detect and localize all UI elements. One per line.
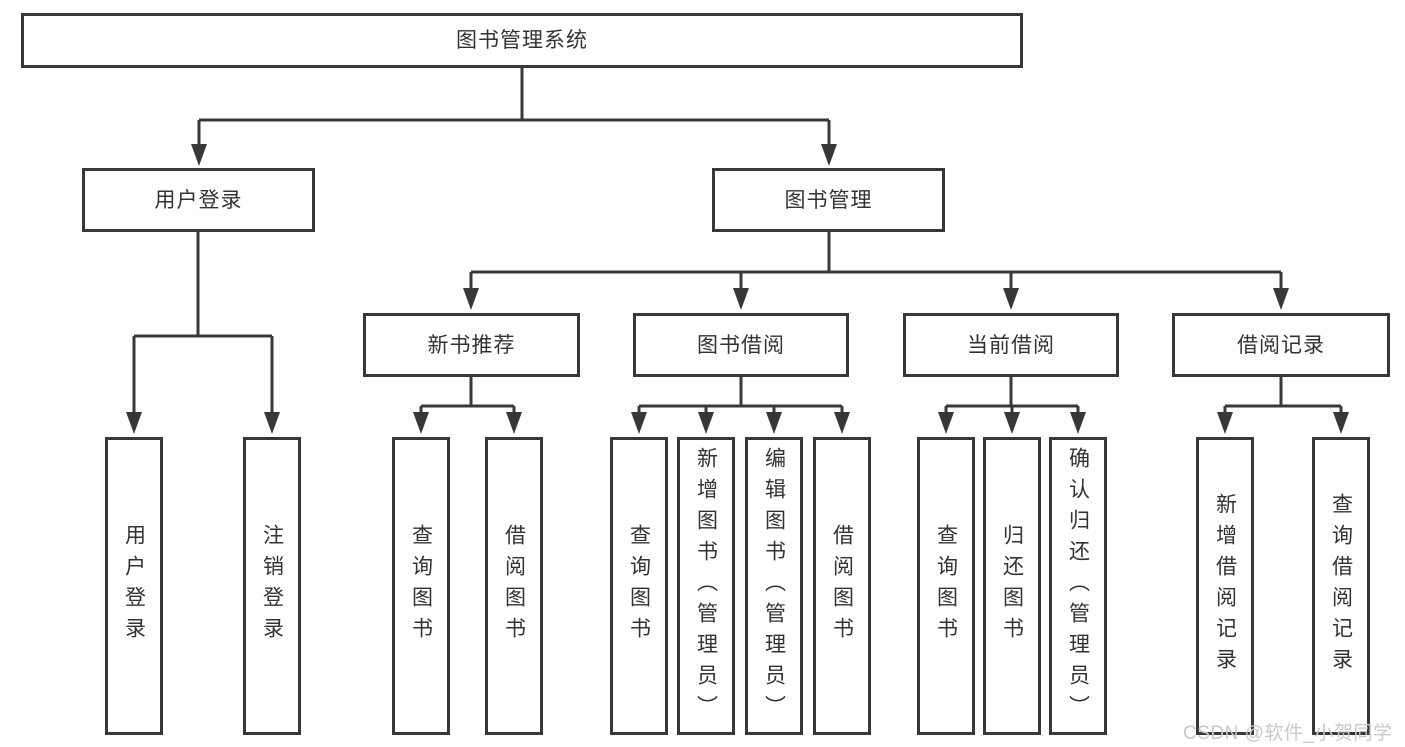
leaf-query-books-recommend: 查询图书 [392,437,450,735]
leaf-add-borrow-record: 新增借阅记录 [1196,437,1254,735]
leaf-borrow-books-borrow-label: 借阅图书 [830,524,854,648]
leaf-borrow-books-borrow: 借阅图书 [813,437,871,735]
leaf-add-book-admin-label: 新增图书（管理员） [694,446,718,726]
watermark: CSDN @软件_小贺同学 [1183,723,1393,744]
leaf-confirm-return-admin-label: 确认归还（管理员） [1066,446,1090,726]
leaf-edit-book-admin: 编辑图书（管理员） [745,437,803,735]
leaf-edit-book-admin-label: 编辑图书（管理员） [762,446,786,726]
leaf-confirm-return-admin: 确认归还（管理员） [1049,437,1107,735]
node-new-book-recommend-label: 新书推荐 [427,333,516,357]
node-new-book-recommend: 新书推荐 [363,313,580,377]
leaf-borrow-books-recommend: 借阅图书 [485,437,543,735]
leaf-logout: 注销登录 [243,437,301,735]
leaf-return-book-label: 归还图书 [1000,524,1024,648]
node-book-management-label: 图书管理 [784,188,873,212]
leaf-query-books-borrow: 查询图书 [610,437,668,735]
node-borrow-records: 借阅记录 [1172,313,1390,377]
node-library-system-label: 图书管理系统 [456,29,588,52]
leaf-logout-label: 注销登录 [260,524,284,648]
leaf-query-books-current: 查询图书 [917,437,975,735]
leaf-query-books-recommend-label: 查询图书 [409,524,433,648]
node-current-borrow-label: 当前借阅 [967,333,1055,357]
node-book-borrow: 图书借阅 [633,313,849,377]
leaf-query-borrow-record: 查询借阅记录 [1312,437,1370,735]
leaf-add-borrow-record-label: 新增借阅记录 [1213,493,1237,679]
node-library-system: 图书管理系统 [21,13,1023,68]
leaf-query-borrow-record-label: 查询借阅记录 [1329,493,1353,679]
leaf-return-book: 归还图书 [983,437,1041,735]
leaf-borrow-books-recommend-label: 借阅图书 [502,524,526,648]
leaf-query-books-current-label: 查询图书 [934,524,958,648]
node-user-login-label: 用户登录 [154,188,243,212]
leaf-query-books-borrow-label: 查询图书 [627,524,651,648]
node-book-borrow-label: 图书借阅 [697,333,785,357]
leaf-user-login: 用户登录 [105,437,163,735]
node-user-login: 用户登录 [82,168,315,232]
leaf-add-book-admin: 新增图书（管理员） [677,437,735,735]
node-current-borrow: 当前借阅 [903,313,1119,377]
leaf-user-login-label: 用户登录 [122,524,146,648]
node-book-management: 图书管理 [712,168,945,232]
node-borrow-records-label: 借阅记录 [1237,333,1325,357]
